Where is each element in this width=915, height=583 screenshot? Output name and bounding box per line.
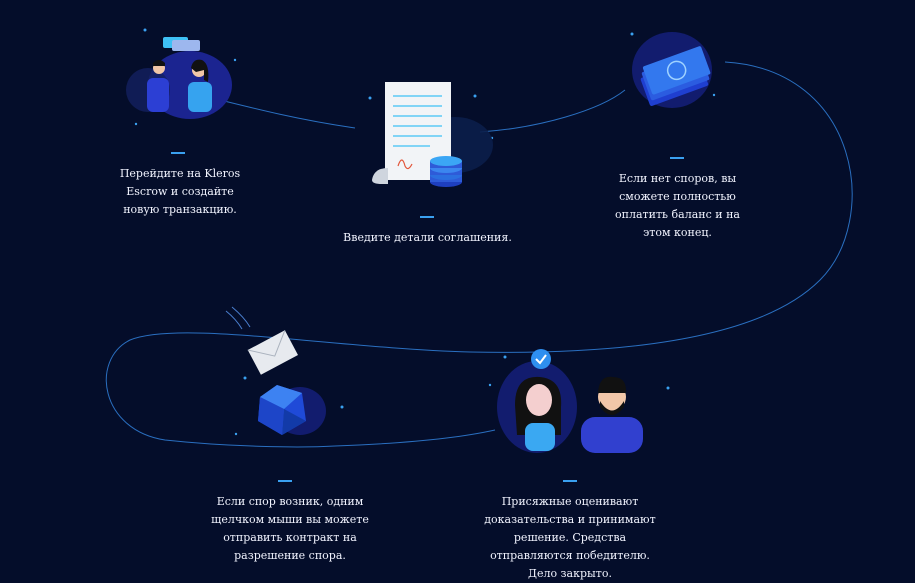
flow-line — [106, 28, 853, 448]
envelope-crystal-icon — [222, 305, 332, 455]
step-4-dash — [278, 480, 292, 482]
contract-icon — [360, 80, 495, 190]
step-5-dash — [563, 480, 577, 482]
step-2-dash — [420, 216, 434, 218]
step-3-caption: Если нет споров, вы сможете полностью оп… — [615, 172, 740, 239]
step-3-dash — [670, 157, 684, 159]
step-5-caption: Присяжные оценивают доказательства и при… — [484, 495, 656, 580]
jurors-icon — [495, 345, 650, 455]
step-1-caption: Перейдите на Kleros Escrow и создайте но… — [119, 167, 241, 216]
couple-icon — [120, 30, 240, 120]
process-diagram: Перейдите на Kleros Escrow и создайте но… — [106, 28, 853, 580]
step-2-caption: Введите детали соглашения. — [343, 231, 512, 244]
money-icon — [630, 28, 725, 123]
step-4-caption: Если спор возник, одним щелчком мыши вы … — [211, 495, 369, 562]
step-1-dash — [171, 152, 185, 154]
